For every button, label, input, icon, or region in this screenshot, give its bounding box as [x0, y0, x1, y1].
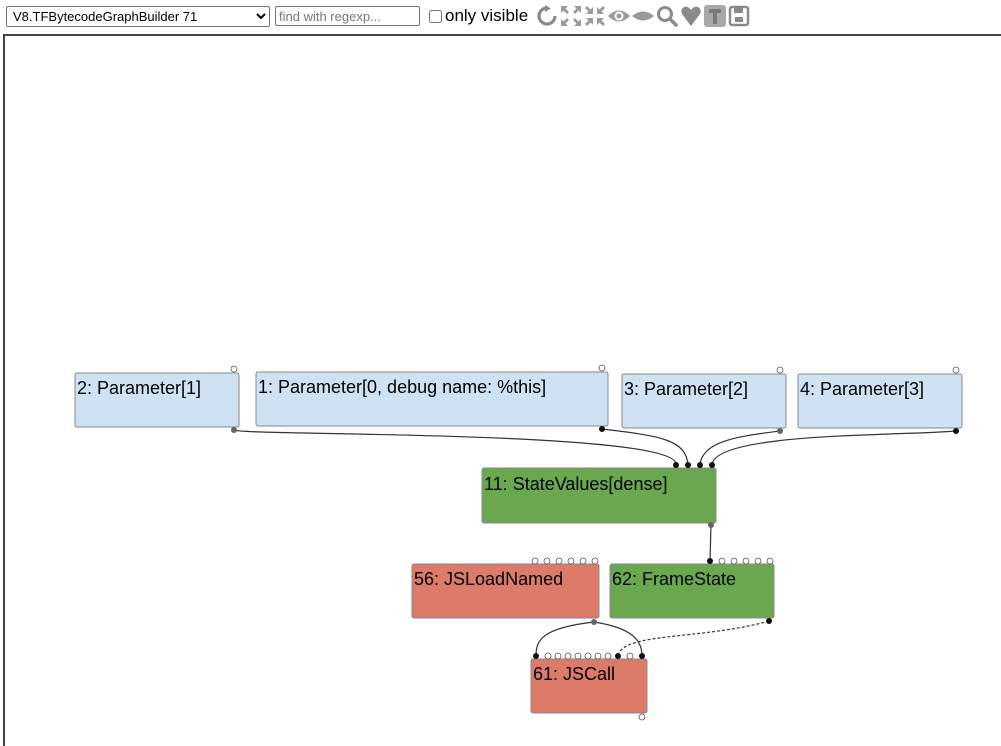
hide-unselected-icon[interactable] — [631, 4, 655, 28]
graph-node[interactable]: 62: FrameState — [609, 557, 775, 624]
input-port[interactable] — [754, 557, 762, 565]
output-port[interactable] — [776, 366, 784, 374]
input-port[interactable] — [639, 653, 645, 659]
graph-pane[interactable]: 2: Parameter[1] 1: Parameter[0, debug na… — [3, 34, 1001, 746]
search-input[interactable] — [275, 6, 420, 26]
heart-icon[interactable] — [679, 4, 703, 28]
expand-all-icon[interactable] — [559, 4, 583, 28]
edge-11-62 — [709, 524, 712, 562]
output-port[interactable] — [231, 427, 237, 433]
refresh-icon[interactable] — [535, 4, 559, 28]
node-label: 3: Parameter[2] — [624, 379, 748, 399]
edge-2-11 — [233, 429, 677, 466]
only-visible-checkbox[interactable] — [429, 9, 442, 23]
input-port[interactable] — [626, 652, 634, 660]
edge-62-61 — [617, 620, 770, 657]
input-port[interactable] — [567, 557, 575, 565]
input-port[interactable] — [579, 557, 587, 565]
graph-node[interactable]: 4: Parameter[3] — [797, 366, 963, 434]
input-port[interactable] — [742, 557, 750, 565]
edge-56-61b — [593, 621, 643, 657]
save-icon[interactable] — [727, 4, 751, 28]
graph-node[interactable]: 56: JSLoadNamed — [411, 557, 600, 625]
input-port[interactable] — [730, 557, 738, 565]
input-port[interactable] — [707, 558, 713, 564]
input-port[interactable] — [531, 557, 539, 565]
output-port[interactable] — [953, 428, 959, 434]
input-port[interactable] — [564, 652, 572, 660]
output-port[interactable] — [766, 618, 772, 624]
input-port[interactable] — [543, 557, 551, 565]
toggle-types-icon[interactable] — [703, 4, 727, 28]
output-port[interactable] — [599, 426, 605, 432]
graph-canvas[interactable]: 2: Parameter[1] 1: Parameter[0, debug na… — [5, 36, 1001, 746]
input-port[interactable] — [709, 462, 715, 468]
node-label: 61: JSCall — [533, 664, 615, 684]
show-all-icon[interactable] — [607, 4, 631, 28]
output-port[interactable] — [230, 365, 238, 373]
only-visible-toggle[interactable]: only visible — [429, 5, 528, 27]
output-port[interactable] — [708, 522, 714, 528]
node-label: 1: Parameter[0, debug name: %this] — [258, 377, 546, 397]
edge-3-11 — [699, 430, 781, 466]
node-label: 4: Parameter[3] — [800, 379, 924, 399]
input-port[interactable] — [766, 557, 774, 565]
output-port[interactable] — [952, 366, 960, 374]
input-port[interactable] — [718, 557, 726, 565]
input-port[interactable] — [544, 652, 552, 660]
graph-node[interactable]: 1: Parameter[0, debug name: %this] — [255, 364, 609, 432]
node-label: 62: FrameState — [612, 569, 736, 589]
zoom-search-icon[interactable] — [655, 4, 679, 28]
node-label: 56: JSLoadNamed — [414, 569, 563, 589]
edge-56-61a — [535, 621, 595, 657]
input-port[interactable] — [591, 557, 599, 565]
input-port[interactable] — [615, 653, 621, 659]
phase-select[interactable]: V8.TFBytecodeGraphBuilder 71 — [6, 6, 270, 27]
graph-node[interactable]: 61: JSCall — [530, 652, 648, 721]
node-label: 11: StateValues[dense] — [484, 474, 667, 494]
input-port[interactable] — [697, 462, 703, 468]
output-port[interactable] — [598, 364, 606, 372]
output-port[interactable] — [777, 428, 783, 434]
input-port[interactable] — [604, 652, 612, 660]
input-port[interactable] — [685, 462, 691, 468]
graph-node[interactable]: 11: StateValues[dense] — [481, 462, 717, 528]
input-port[interactable] — [555, 557, 563, 565]
node-label: 2: Parameter[1] — [77, 378, 201, 398]
edge-4-11 — [711, 430, 957, 466]
edge-1-11 — [601, 428, 689, 466]
fit-layout-icon[interactable] — [583, 4, 607, 28]
input-port[interactable] — [533, 653, 539, 659]
input-port[interactable] — [574, 652, 582, 660]
only-visible-label: only visible — [445, 6, 529, 25]
output-port[interactable] — [638, 713, 646, 721]
graph-node[interactable]: 3: Parameter[2] — [621, 366, 787, 434]
output-port[interactable] — [591, 619, 597, 625]
input-port[interactable] — [673, 462, 679, 468]
input-port[interactable] — [554, 652, 562, 660]
input-port[interactable] — [584, 652, 592, 660]
graph-node[interactable]: 2: Parameter[1] — [74, 365, 240, 433]
toolbar: V8.TFBytecodeGraphBuilder 71 only visibl… — [0, 0, 1001, 34]
input-port[interactable] — [594, 652, 602, 660]
